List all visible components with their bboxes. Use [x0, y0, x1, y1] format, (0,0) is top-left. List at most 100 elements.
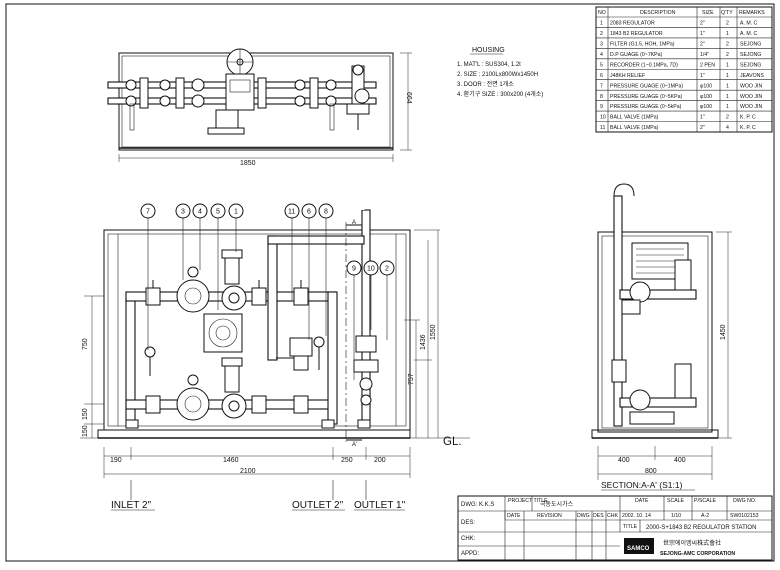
callout-label: 2	[385, 266, 389, 273]
table-cell-size: φ100	[700, 104, 712, 110]
dim-left-150a: 150	[82, 408, 89, 420]
housing-note-2: 2. SIZE : 2100Lx800Wx1450H	[457, 72, 538, 78]
ground-level-label: GL.	[443, 436, 462, 448]
tb-scale-label: SCALE	[667, 498, 685, 504]
table-cell-no: 8	[600, 94, 603, 100]
front-dimensions: 190 1460 250 200 2100 750 150 150 757 14…	[82, 229, 440, 478]
dim-section-800: 800	[645, 468, 657, 475]
callout-label: 9	[352, 266, 356, 273]
tb-dwg-no: SW0102153	[730, 513, 759, 519]
callouts-mid: 9 10 2	[346, 260, 395, 380]
dim-bottom-1460: 1460	[223, 457, 239, 464]
table-cell-remarks: JEAVONS	[740, 73, 764, 79]
callout-bubble: 10	[363, 260, 379, 330]
company-name-kr: 世宗에이엠씨株式會社	[663, 539, 721, 547]
table-cell-description: PRESSURE GUAGE (0~5kPa)	[610, 104, 682, 110]
dim-plan-depth: 664	[405, 92, 412, 104]
callout-bubble: 1	[228, 203, 244, 252]
callout-bubble: 11	[284, 203, 300, 300]
tb-chk-label: CHK:	[461, 536, 476, 542]
tb-date-label: DATE	[635, 498, 649, 504]
table-cell-description: 1843 B2 REGULATOR	[610, 31, 663, 37]
callout-label: 6	[307, 209, 311, 216]
table-cell-qty: 1	[726, 62, 729, 68]
tb-dwg-by: DWG: K.K.S	[461, 502, 494, 508]
dim-plan-width: 1850	[240, 160, 256, 167]
table-header-remarks: REMARKS	[739, 10, 765, 16]
table-cell-qty: 2	[726, 52, 729, 58]
table-cell-no: 10	[600, 115, 606, 121]
table-cell-size: 1/4"	[700, 52, 709, 58]
callout-label: 3	[181, 209, 185, 216]
flow-labels: INLET 2" OUTLET 2" OUTLET 1"	[111, 480, 406, 511]
table-cell-size: 2"	[700, 42, 705, 48]
company-logo-text: SAMCO	[627, 546, 650, 552]
sheet-border	[5, 3, 775, 562]
valves-lower	[145, 395, 309, 414]
tb-scale: 1/10	[671, 513, 681, 519]
section-title: SECTION:A-A' (S1:1)	[601, 480, 683, 490]
dim-right-1550: 1550	[430, 324, 437, 340]
table-cell-qty: 1	[726, 83, 729, 89]
table-cell-description: J48KH RELIEF	[610, 73, 645, 79]
table-cell-description: BALL VALVE (1MPa)	[610, 125, 659, 131]
table-cell-qty: 4	[726, 125, 729, 131]
table-cell-remarks: WOO JIN	[740, 104, 762, 110]
dim-left-750: 750	[82, 338, 89, 350]
callout-bubble: 7	[140, 203, 156, 350]
housing-note-1: 1. MAT'L : SUS304, 1.2t	[457, 62, 521, 68]
table-cell-remarks: WOO JIN	[740, 83, 762, 89]
section-mark-a-prime: A'	[352, 442, 357, 448]
tb-rev-date: DATE	[507, 513, 521, 519]
dim-bottom-190: 190	[110, 457, 122, 464]
callout-bubble: 5	[210, 203, 226, 310]
table-cell-remarks: SEJONG	[740, 52, 761, 58]
dim-section-1450: 1450	[720, 324, 727, 340]
table-cell-remarks: WOO JIN	[740, 94, 762, 100]
callout-label: 5	[216, 209, 220, 216]
regulator-upper	[221, 249, 247, 311]
housing-title: HOUSING	[472, 47, 505, 54]
table-cell-qty: 1	[726, 94, 729, 100]
tb-dwg-col: DWG	[577, 513, 590, 519]
table-cell-no: 11	[600, 125, 605, 131]
tb-chk-col: CHK	[607, 513, 618, 519]
table-cell-remarks: K. P. C	[740, 115, 756, 121]
dim-section-400a: 400	[618, 457, 630, 464]
company-logo	[624, 538, 654, 554]
callout-bubble: 4	[192, 203, 208, 270]
table-cell-description: D.P GUAGE (0~7KPa)	[610, 52, 663, 58]
callout-label: 1	[234, 209, 238, 216]
table-cell-size: 2 PEN	[700, 62, 715, 68]
table-cell-remarks: SEJONG	[740, 42, 761, 48]
table-cell-no: 5	[600, 62, 603, 68]
company-name-en: SEJONG-AMC CORPORATION	[660, 551, 735, 557]
table-cell-size: φ100	[700, 83, 712, 89]
relief-valve-icon	[289, 337, 313, 357]
dim-bottom-200: 200	[374, 457, 386, 464]
tb-date: 2002. 10. 14	[622, 513, 651, 519]
section-mark-a: A	[352, 220, 356, 226]
table-header-qty: Q'TY	[721, 10, 733, 16]
regulator-lower	[221, 357, 247, 419]
table-cell-qty: 1	[726, 104, 729, 110]
dim-section-400b: 400	[674, 457, 686, 464]
table-cell-qty: 2	[726, 21, 729, 27]
valves-upper	[145, 280, 309, 306]
dim-right-1436: 1436	[420, 334, 427, 350]
tb-title-label: TITLE	[623, 524, 638, 530]
plan-view: 1850 664	[107, 48, 412, 167]
table-cell-no: 2	[600, 31, 603, 37]
tb-des-label: DES:	[461, 520, 475, 526]
tb-dwg-no-label: DWG NO.	[733, 498, 756, 504]
callout-bubble: 3	[175, 203, 191, 280]
table-cell-size: 1"	[700, 115, 705, 121]
inlet-label: INLET 2"	[111, 500, 151, 511]
